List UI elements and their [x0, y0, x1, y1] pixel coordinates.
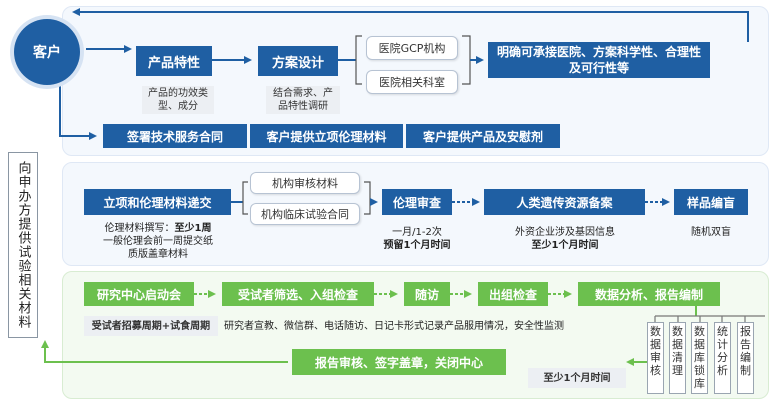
vbox-db-lock: 数 据 库 锁 库	[691, 322, 708, 394]
method-note: 研究者宣教、微信群、电话随访、日记卡形式记录产品服用情况，安全性监测	[224, 321, 564, 332]
submit-note-prefix: 伦理材料撰写：	[104, 223, 175, 234]
closing-note: 至少1个月时间	[528, 368, 626, 388]
submit-note: 伦理材料撰写：至少1周 一般伦理会前一周提交纸质版盖章材料	[78, 222, 238, 261]
clarify-text: 明确可承接医院、方案科学性、合理性及可行性等	[496, 45, 701, 75]
exit-check-box: 出组检查	[478, 282, 548, 306]
contract-box: 签署技术服务合同	[103, 124, 247, 148]
sample-note: 随机双盲	[691, 227, 731, 238]
product-features-box: 产品特性	[136, 46, 212, 76]
plan-design-box: 方案设计	[258, 46, 338, 76]
kickoff-box: 研究中心启动会	[84, 282, 194, 306]
hospital-gcp-box: 医院GCP机构	[366, 36, 458, 60]
hospital-dept-box: 医院相关科室	[366, 70, 458, 94]
product-features-note: 产品的功效类型、成分	[142, 86, 214, 114]
ethics-note-2: 预留1个月时间	[383, 240, 451, 251]
ethics-note-1: 一月/1-2次	[392, 227, 442, 238]
followup-box: 随访	[404, 282, 450, 306]
ethics-note: 一月/1-2次 预留1个月时间	[374, 226, 460, 252]
side-label: 向申办方提供试验相关材料	[15, 161, 31, 329]
inst-contract-box: 机构临床试验合同	[250, 203, 360, 225]
customer-node: 客户	[14, 19, 80, 85]
products-placebo-box: 客户提供产品及安慰剂	[406, 124, 560, 148]
genetic-note-1: 外资企业涉及基因信息	[515, 227, 615, 238]
genetic-box: 人类遗传资源备案	[484, 189, 645, 215]
screening-box: 受试者筛选、入组检查	[222, 282, 374, 306]
period-box: 受试者招募周期+试食周期	[84, 316, 218, 336]
vbox-data-cleaning: 数 据 清 理	[669, 322, 686, 394]
analysis-box: 数据分析、报告编制	[578, 282, 720, 306]
sample-box: 样品编盲	[674, 189, 748, 215]
customer-label: 客户	[33, 45, 61, 61]
submit-note-rest: 一般伦理会前一周提交纸质版盖章材料	[103, 236, 213, 260]
inst-review-box: 机构审核材料	[250, 172, 360, 194]
genetic-note-2: 至少1个月时间	[531, 240, 599, 251]
vbox-stat-analysis: 统 计 分 析	[714, 322, 731, 394]
clarify-box: 明确可承接医院、方案科学性、合理性及可行性等	[488, 42, 710, 78]
plan-design-note: 结合需求、产品特性调研	[266, 86, 340, 114]
ethics-materials-box: 客户提供立项伦理材料	[250, 124, 403, 148]
submit-box: 立项和伦理材料递交	[84, 189, 231, 215]
side-label-box: 向申办方提供试验相关材料	[8, 152, 38, 338]
ethics-review-box: 伦理审查	[382, 189, 452, 215]
submit-note-bold: 至少1周	[174, 223, 212, 234]
genetic-note: 外资企业涉及基因信息 至少1个月时间	[490, 226, 640, 252]
vbox-report: 报 告 编 制	[737, 322, 754, 394]
vbox-data-review: 数 据 审 核	[647, 322, 664, 394]
closing-box: 报告审核、签字盖章，关闭中心	[292, 349, 506, 375]
